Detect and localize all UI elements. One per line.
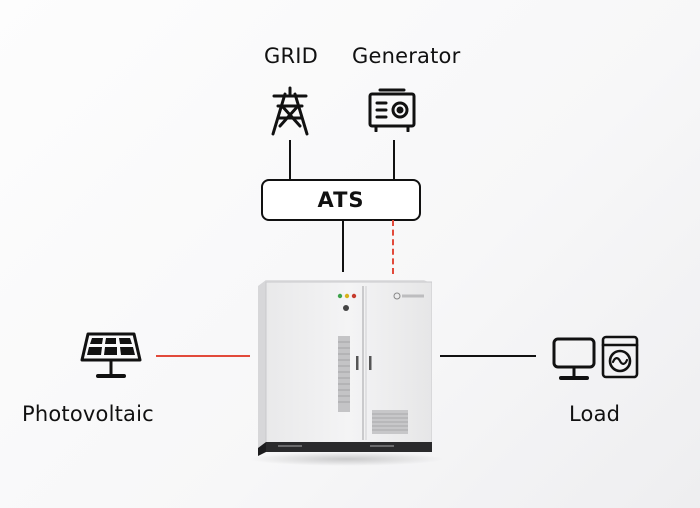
generator-label: Generator [352, 44, 461, 68]
load-label: Load [569, 402, 621, 426]
solar-panel-icon [80, 332, 142, 378]
ats-to-storage-line [342, 220, 344, 272]
ats-box: ATS [261, 179, 421, 221]
cabinet-shadow [248, 452, 444, 466]
grid-connection-line [289, 140, 291, 180]
storage-to-ats-dashed-line [392, 220, 394, 274]
photovoltaic-connection-line [156, 355, 250, 357]
washing-machine-icon [601, 335, 639, 379]
generator-connection-line [393, 140, 395, 180]
power-tower-icon [271, 86, 309, 136]
load-connection-line [440, 355, 536, 357]
photovoltaic-label: Photovoltaic [22, 402, 154, 426]
ats-label: ATS [317, 188, 365, 212]
generator-icon [368, 88, 416, 132]
monitor-icon [552, 337, 596, 380]
grid-label: GRID [264, 44, 319, 68]
energy-storage-cabinet [258, 280, 432, 456]
